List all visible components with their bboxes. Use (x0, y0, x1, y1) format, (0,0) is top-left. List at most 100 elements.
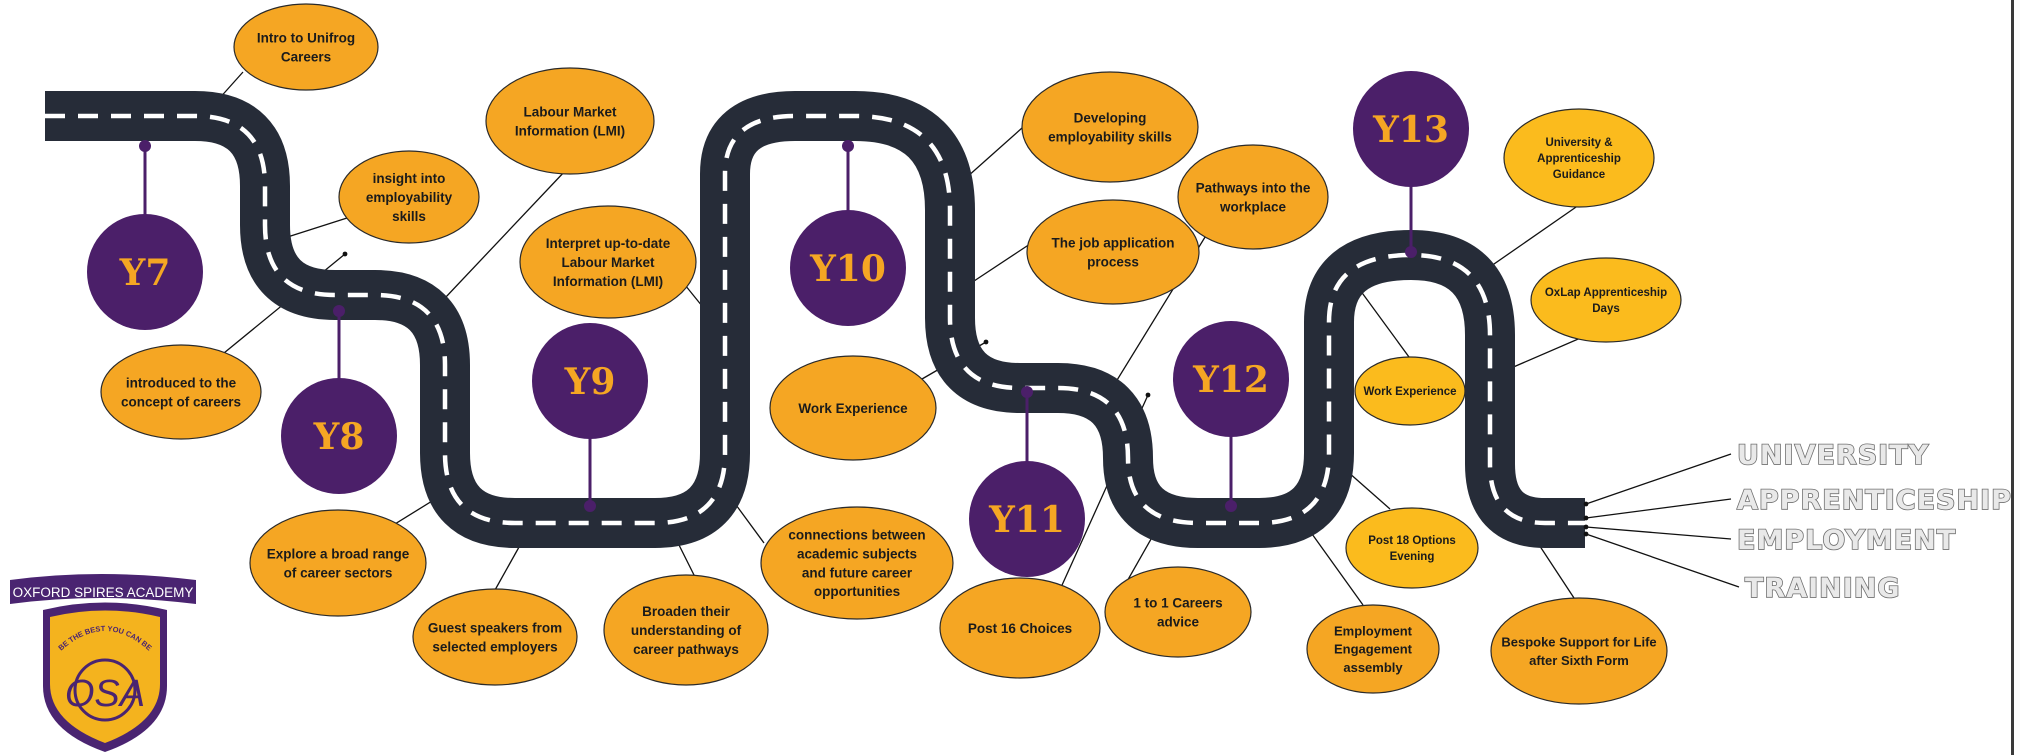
insight-employability-bubble (338, 150, 480, 244)
activity-one-to-one-advice: 1 to 1 Careers advice (1104, 566, 1252, 658)
y13-road-pin (1405, 246, 1417, 258)
one-to-one-advice-bubble (1104, 566, 1252, 658)
y12-circle (1173, 321, 1289, 437)
developing-employability-line-1: employability skills (1048, 129, 1172, 144)
labour-market-info-line-0: Labour Market (523, 104, 617, 119)
one-to-one-advice-line-1: advice (1157, 614, 1200, 629)
interpret-lmi-line-1: Labour Market (561, 255, 655, 270)
y7-road-pin (139, 140, 151, 152)
bespoke-support-line-0: Bespoke Support for Life (1501, 635, 1656, 650)
activity-post16-choices: Post 16 Choices (939, 577, 1101, 679)
job-application-line-1: process (1087, 254, 1139, 269)
introduced-concept-line-0: introduced to the (126, 375, 237, 390)
destination-training: TRAINING (1745, 573, 1901, 604)
destination-arrow-dot-2 (1583, 524, 1589, 530)
milestone-y8: Y8 (281, 378, 397, 494)
activity-explore-sectors: Explore a broad range of career sectors (249, 509, 427, 617)
guest-speakers-line-1: selected employers (432, 639, 557, 654)
pathways-workplace-line-1: workplace (1219, 199, 1287, 214)
guest-speakers-line-0: Guest speakers from (428, 620, 562, 635)
activity-developing-employability: Developing employability skills (1021, 71, 1199, 183)
oxlap-days-line-0: OxLap Apprenticeship (1545, 287, 1667, 299)
y8-road-pin (333, 305, 345, 317)
employment-engagement-line-2: assembly (1343, 660, 1403, 675)
logo-ring (73, 658, 137, 722)
logo-initials: OSA (65, 673, 145, 715)
activity-introduced-concept: introduced to the concept of careers (100, 344, 262, 440)
uni-apprenticeship-guidance-line-2: Guidance (1553, 169, 1605, 181)
uni-apprenticeship-guidance-bubble (1503, 108, 1655, 208)
one-to-one-advice-line-0: 1 to 1 Careers (1133, 595, 1222, 610)
y12-label: Y12 (1192, 359, 1269, 401)
oxlap-days-bubble (1530, 257, 1682, 343)
post16-choices-bubble (939, 577, 1101, 679)
milestone-y13: Y13 (1353, 71, 1469, 187)
connections-subjects-line-3: opportunities (814, 584, 900, 599)
activity-connections-subjects: connections between academic subjects and … (760, 506, 954, 620)
introduced-concept-bubble (100, 344, 262, 440)
uni-apprenticeship-guidance-line-1: Apprenticeship (1537, 153, 1621, 165)
destination-arrow-dot-3 (1583, 531, 1589, 537)
y8-circle (281, 378, 397, 494)
insight-employability-line-0: insight into (373, 171, 446, 186)
employment-engagement-line-1: Engagement (1334, 642, 1413, 657)
post18-evening-line-1: Evening (1390, 551, 1435, 563)
road-surface (45, 91, 1585, 548)
connections-subjects-line-1: academic subjects (797, 546, 917, 561)
employment-engagement-line-0: Employment (1334, 624, 1413, 639)
developing-employability-line-0: Developing (1074, 110, 1147, 125)
milestone-y10: Y10 (790, 210, 906, 326)
introduced-concept-line-1: concept of careers (121, 394, 241, 409)
connections-subjects-line-0: connections between (788, 528, 925, 543)
labour-market-info-bubble (485, 67, 655, 175)
explore-sectors-line-0: Explore a broad range (267, 546, 410, 561)
milestone-y7: Y7 (87, 214, 203, 330)
road (45, 91, 1585, 548)
job-application-leader-line (967, 243, 1031, 286)
destinations: UNIVERSITYAPPRENTICESHIPEMPLOYMENTTRAINI… (1583, 439, 2012, 605)
destination-arrow-dot-1 (1583, 515, 1589, 521)
y12-road-pin (1225, 500, 1237, 512)
connections-subjects-line-2: and future career (802, 565, 913, 580)
labour-market-info-leader-line (427, 169, 567, 317)
destination-employment: EMPLOYMENT (1737, 525, 1956, 556)
job-application-line-0: The job application (1051, 235, 1174, 250)
destination-arrow-dot-0 (1583, 501, 1589, 507)
destination-arrow-1 (1585, 498, 1732, 519)
insight-employability-line-1: employability (366, 190, 453, 205)
y11-road-pin (1021, 386, 1033, 398)
insight-employability-line-2: skills (392, 209, 426, 224)
activity-work-experience-y10: Work Experience (769, 355, 937, 461)
interpret-lmi-bubble (519, 205, 697, 319)
y10-road-pin (842, 140, 854, 152)
broaden-understanding-line-1: understanding of (631, 623, 742, 638)
uni-apprenticeship-guidance-line-0: University & (1545, 137, 1612, 149)
right-edge-rule (2011, 0, 2014, 755)
explore-sectors-line-1: of career sectors (284, 565, 393, 580)
y10-circle (790, 210, 906, 326)
y13-label: Y13 (1372, 109, 1449, 151)
activity-guest-speakers: Guest speakers from selected employers (412, 588, 578, 686)
work-experience-y13-leader-line (1359, 289, 1410, 358)
intro-unifrog-line-1: Careers (281, 49, 331, 64)
destination-arrow-2 (1585, 526, 1732, 540)
y9-circle (532, 323, 648, 439)
y9-label: Y9 (564, 361, 616, 403)
y13-circle (1353, 71, 1469, 187)
broaden-understanding-line-2: career pathways (633, 642, 739, 657)
pathways-workplace-bubble (1177, 144, 1329, 250)
connections-subjects-bubble (760, 506, 954, 620)
post18-evening-line-0: Post 18 Options (1368, 535, 1456, 547)
logo-banner (10, 574, 196, 604)
developing-employability-bubble (1021, 71, 1199, 183)
